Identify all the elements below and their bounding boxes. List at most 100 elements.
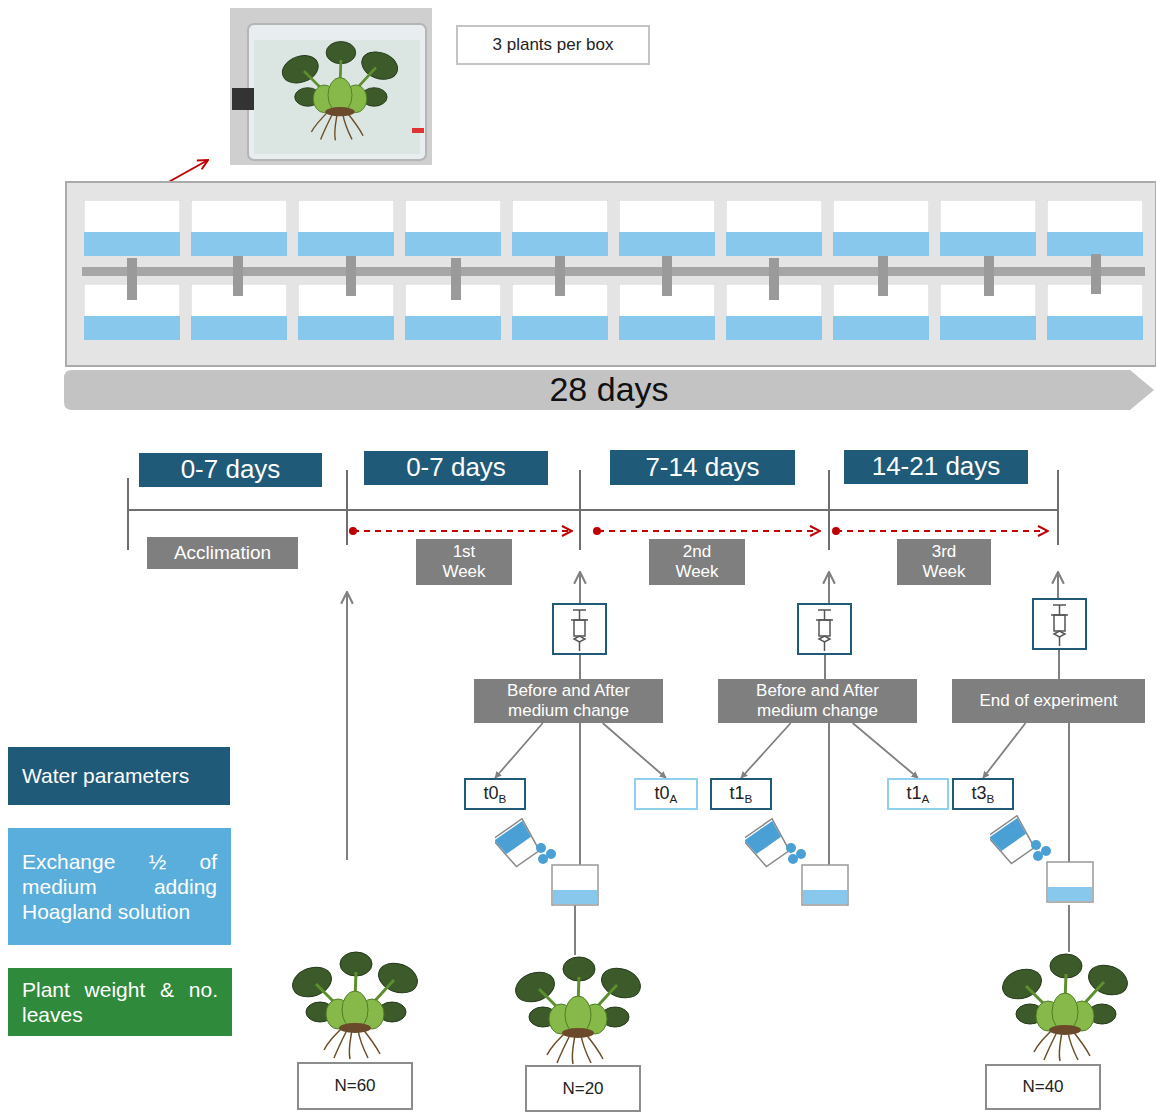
node-text: Week [922,562,965,582]
node-text: 0-7 days [406,453,506,483]
node-text: t1 [730,783,745,803]
phase-label: 3rdWeek [897,539,991,585]
node-text: Week [675,562,718,582]
node-text: t0 [655,783,670,803]
legend-swatch: Water parameters [8,747,230,805]
node-text: 1st [442,542,485,562]
node-text: End of experiment [980,691,1118,711]
sampling-box: Before and After medium change [718,679,917,723]
week-dots [349,527,840,535]
node-text: 7-14 days [645,453,759,483]
text-holder: t0B [484,783,507,805]
text-holder: Acclimation [174,542,271,564]
sample-time: t1A [887,778,949,810]
band-arrow-shape [64,370,1154,410]
sample-size: N=60 [297,1062,413,1110]
period-header: 14-21 days [844,450,1028,484]
connector-arrow [603,723,666,778]
syringe-icon [553,604,606,654]
connector-arrow [853,723,918,778]
node-text: Acclimation [174,542,271,564]
text-holder: N=60 [334,1076,375,1096]
period-header: 0-7 days [364,451,548,485]
node-text: 0-7 days [181,455,281,485]
text-holder: 0-7 days [181,455,281,485]
pipe-joints [127,254,1101,300]
legend-text: Water parameters [22,763,189,788]
tube [232,88,254,110]
sample-time: t1B [710,778,772,810]
text-holder: Before and After medium change [480,681,657,720]
node-text: t0 [484,783,499,803]
node-text: 2nd [675,542,718,562]
tag [412,128,424,133]
period-header: 7-14 days [610,450,795,485]
sampling-box: End of experiment [952,679,1145,723]
node-text: N=40 [1022,1077,1063,1097]
text-holder: N=20 [562,1079,603,1099]
legend-text: Exchange ½ of medium adding Hoagland sol… [22,849,217,925]
text-holder: 14-21 days [872,452,1001,482]
box-photo [230,8,432,165]
text-holder: 0-7 days [406,453,506,483]
photo-ground [230,8,432,165]
text-holder: 7-14 days [645,453,759,483]
node-text: 14-21 days [872,452,1001,482]
phase-label: Acclimation [147,537,298,569]
text-holder: 3rdWeek [922,542,965,581]
subscript: B [745,792,753,805]
text-holder: t0A [655,783,678,805]
legend-swatch: Exchange ½ of medium adding Hoagland sol… [8,828,231,945]
note-box: 3 plants per box [456,25,650,65]
text-holder: 2ndWeek [675,542,718,581]
connector-arrow [741,723,791,778]
plant-icon [998,954,1131,1061]
node-text: 3 plants per box [493,35,614,55]
period-header: 0-7 days [139,453,322,487]
node-text: Before and After medium change [480,681,657,720]
subscript: B [987,792,995,805]
text-holder: t1B [730,783,753,805]
sampling-box: Before and After medium change [474,679,663,723]
node-text: Before and After medium change [724,681,911,720]
medium-exchange-icon [743,819,848,905]
connector-arrow [983,723,1026,778]
sample-size: N=20 [525,1065,641,1112]
text-holder: Before and After medium change [724,681,911,720]
text-holder: t3B [972,783,995,805]
node-text: t3 [972,783,987,803]
subscript: A [670,792,678,805]
sample-time: t0A [634,778,698,810]
node-text: Week [442,562,485,582]
duration-band: 28 days [62,368,1156,412]
tank-rack [66,182,1156,366]
subscript: B [499,792,507,805]
medium-exchange-icon [493,819,598,905]
connector-arrow [495,723,543,778]
phase-label: 2ndWeek [649,539,745,585]
text-holder: 3 plants per box [493,35,614,55]
plastic-box [248,24,426,160]
week-arrows [353,530,1048,532]
legend-text: Plant weight & no. leaves [22,977,218,1027]
node-text: 28 days [549,370,668,409]
node-text: t1 [907,783,922,803]
guide-lines [347,572,1069,955]
medium-exchange-icon [988,816,1093,902]
sample-time: t0B [464,778,526,810]
rack-frame [66,182,1156,366]
node-text: 3rd [922,542,965,562]
syringe-icon [798,604,851,654]
plant-photo [279,42,402,141]
plant-icon [511,957,644,1064]
text-holder: 1stWeek [442,542,485,581]
sample-time: t3B [952,778,1014,810]
subscript: A [922,792,930,805]
sample-size: N=40 [985,1064,1101,1110]
legend-swatch: Plant weight & no. leaves [8,968,232,1036]
text-holder: N=40 [1022,1077,1063,1097]
text-holder: t1A [907,783,930,805]
node-text: N=60 [334,1076,375,1096]
box-water [254,40,420,154]
